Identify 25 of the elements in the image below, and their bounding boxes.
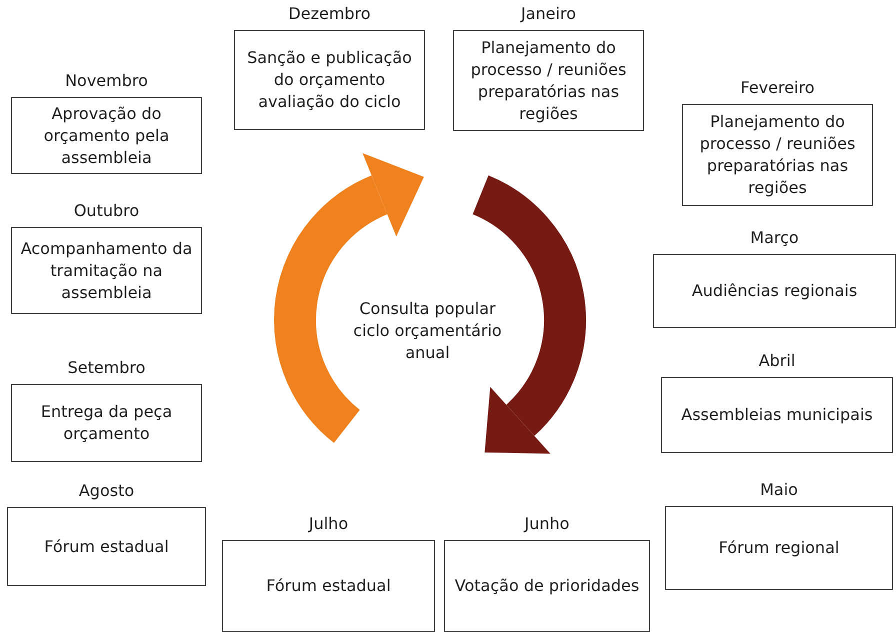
process-box: Planejamento do processo / reuniões preparatórias nas regiões [453, 30, 644, 131]
process-box: Planejamento do processo / reuniões preparatórias nas regiões [682, 104, 873, 206]
process-box: Assembleias municipais [661, 377, 893, 453]
process-box: Acompanhamento da tramitação na assembleia [11, 227, 202, 314]
month-heading: Outubro [72, 201, 140, 220]
center-text: Consulta popular ciclo orçamentário anual [352, 298, 503, 364]
process-box: Votação de prioridades [444, 540, 650, 632]
month-heading: Junho [522, 514, 570, 533]
month-heading: Fevereiro [739, 78, 816, 97]
month-heading: Julho [307, 514, 350, 533]
month-heading: Setembro [66, 358, 146, 377]
month-heading: Agosto [78, 481, 136, 500]
process-box: Entrega da peça orçamento [11, 384, 202, 462]
process-box: Sanção e publicação do orçamento avaliação do ciclo [234, 30, 425, 130]
month-heading: Abril [758, 351, 796, 370]
process-box: Fórum estadual [7, 507, 206, 586]
process-box: Audiências regionais [653, 254, 896, 328]
process-box: Fórum regional [665, 506, 893, 590]
process-box: Aprovação do orçamento pela assembleia [11, 97, 202, 174]
month-heading: Novembro [64, 71, 149, 90]
month-heading: Dezembro [287, 4, 372, 23]
month-heading: Março [749, 228, 800, 247]
month-heading: Maio [759, 480, 799, 499]
process-box: Fórum estadual [222, 540, 435, 632]
month-heading: Janeiro [519, 4, 577, 23]
